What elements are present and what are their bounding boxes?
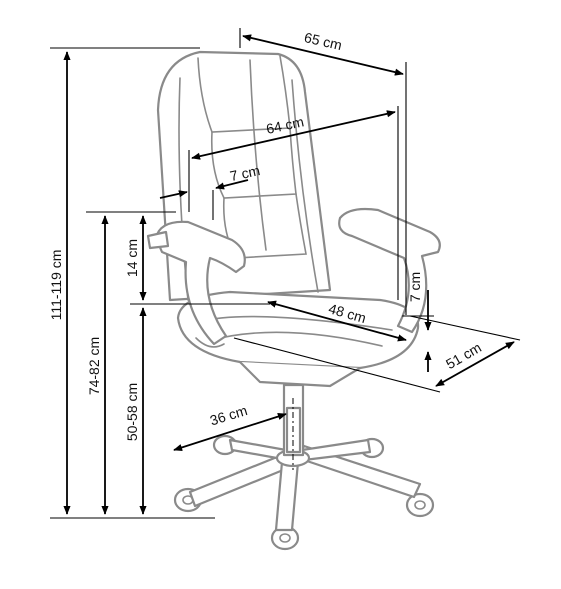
seat-depth-arrow bbox=[435, 341, 515, 387]
armrest-above-seat-label: 14 cm bbox=[124, 239, 140, 277]
base-radius-label: 36 cm bbox=[208, 402, 249, 428]
seat-width-arrow bbox=[267, 300, 407, 342]
seat-depth-extension-back bbox=[409, 315, 521, 341]
total-height-label: 111-119 cm bbox=[48, 250, 64, 321]
seat-base bbox=[238, 360, 362, 388]
seat-depth-label: 51 cm bbox=[443, 339, 484, 372]
backrest-width-arrow bbox=[191, 110, 396, 160]
seat-height-label: 50-58 cm bbox=[124, 383, 140, 441]
armrest-right bbox=[338, 207, 441, 334]
overall-width-arrow bbox=[242, 34, 404, 76]
base-radius-arrow bbox=[173, 413, 287, 451]
overall-width-label: 65 cm bbox=[303, 29, 344, 53]
base-leg-back-right bbox=[300, 438, 372, 462]
backrest-width-label: 64 cm bbox=[265, 113, 306, 137]
armrest-left-front-cap bbox=[146, 230, 170, 250]
lumbar-arrow-left bbox=[159, 190, 188, 199]
armrest-left bbox=[154, 220, 246, 346]
armrest-thickness-label: 7 cm bbox=[407, 272, 423, 302]
seat-depth-extension-front bbox=[233, 337, 441, 393]
caster-right bbox=[405, 492, 435, 518]
lumbar-arrow-right bbox=[215, 179, 249, 190]
base-leg-left bbox=[188, 453, 290, 508]
lumbar-offset-label: 7 cm bbox=[228, 162, 261, 184]
armrest-height-label: 74-82 cm bbox=[86, 337, 102, 395]
